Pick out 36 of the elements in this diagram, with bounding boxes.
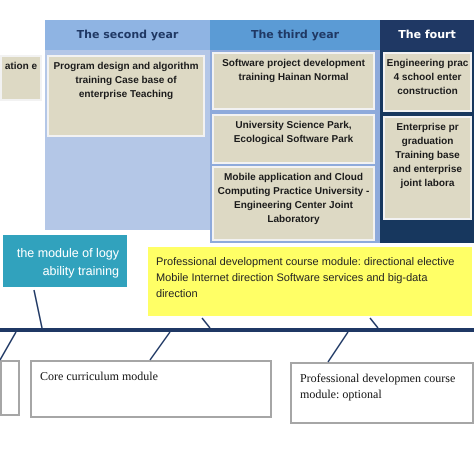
connector-line	[327, 332, 349, 362]
connector-line	[201, 318, 211, 328]
text-box	[383, 52, 472, 112]
connector-line	[369, 318, 379, 328]
box-text: ation e	[4, 60, 38, 74]
column-heading: The second year	[76, 28, 178, 41]
module-box	[30, 360, 272, 418]
box-text: University Science Park, Ecological Software Park	[232, 119, 354, 147]
year-column	[45, 20, 210, 230]
connector-line	[149, 332, 171, 360]
text-box	[212, 114, 375, 164]
module-box	[0, 360, 20, 416]
text-box	[212, 166, 375, 241]
column-heading: The third year	[250, 28, 340, 41]
year-column	[210, 20, 380, 243]
box-text: Professional development course module: directional elective Mobile Internet direction Software services and big-data direction	[155, 255, 456, 302]
module-box	[290, 362, 474, 424]
module-box	[0, 232, 130, 290]
module-box	[146, 245, 474, 318]
text-box	[212, 52, 375, 110]
connector-line	[33, 290, 43, 328]
box-text: Core curriculum module	[39, 368, 159, 385]
timeline-axis	[0, 328, 474, 332]
box-text: Professional developmen course module: optional	[299, 370, 456, 403]
box-text: Software project development training Hainan Normal	[221, 57, 366, 85]
text-box	[47, 55, 205, 137]
text-box	[383, 116, 472, 220]
box-text: Program design and algorithm training Case base of enterprise Teaching	[52, 60, 200, 102]
box-text: Engineering prac 4 school enter construction	[386, 57, 470, 99]
box-text: Enterprise pr graduation Training base and enterprise joint labora	[392, 121, 463, 191]
text-box	[0, 55, 42, 101]
column-heading: The fourt	[398, 28, 456, 41]
box-text: Mobile application and Cloud Computing Practice University - Engineering Center Joint Laboratory	[216, 171, 370, 227]
connector-line	[0, 332, 17, 360]
box-text: the module of logy ability training	[16, 245, 120, 280]
year-column	[380, 20, 474, 243]
